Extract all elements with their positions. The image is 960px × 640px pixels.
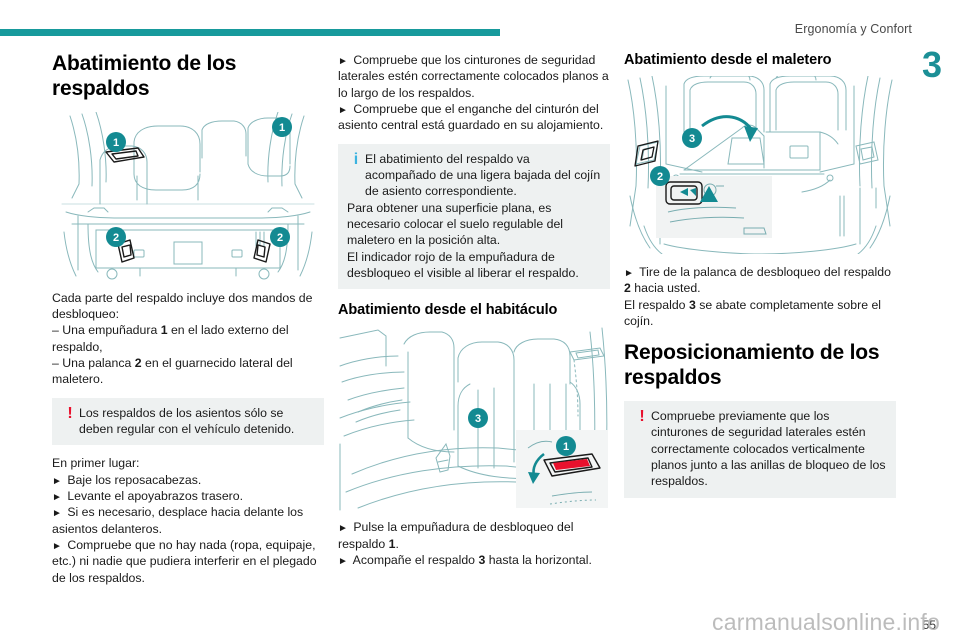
svg-text:2: 2 bbox=[277, 232, 283, 244]
arrow-bullet-icon: ► bbox=[338, 56, 348, 67]
dash-item-handle: – Una empuñadura 1 en el lado externo de… bbox=[52, 322, 324, 355]
step-pull-lever-ref: 2 bbox=[624, 281, 631, 296]
svg-text:2: 2 bbox=[657, 171, 663, 183]
step-check-centre-buckle: ► Compruebe que el enganche del cinturón… bbox=[338, 101, 610, 134]
dash-item-lever-post: en el guarnecido lateral del maletero. bbox=[52, 355, 293, 387]
svg-text:1: 1 bbox=[563, 441, 569, 453]
warning-callout-text: Los respaldos de los asientos sólo se de… bbox=[79, 405, 295, 436]
figure-badge-group: 1 1 2 2 bbox=[106, 116, 292, 247]
page-number: 55 bbox=[922, 618, 936, 632]
step-guide-seatback-ref: 3 bbox=[478, 553, 486, 568]
note-seatback-folds-pre: El respaldo bbox=[624, 297, 689, 312]
column-right: Abatimiento desde el maletero bbox=[624, 52, 896, 508]
first-step-label: En primer lugar: bbox=[52, 456, 140, 471]
header-chapter-title: Ergonomía y Confort bbox=[794, 22, 912, 36]
info-callout-folding: i El abatimiento del respaldo va acompañ… bbox=[338, 143, 610, 290]
step-lower-headrests-text: Baje los reposacabezas. bbox=[67, 472, 202, 487]
warning-callout-seatbacks: ! Los respaldos de los asientos sólo se … bbox=[52, 397, 324, 446]
warning-callout-repositioning-text: Compruebe previamente que los cinturones… bbox=[651, 408, 886, 489]
chapter-number: 3 bbox=[921, 44, 942, 85]
step-raise-armrest: ► Levante el apoyabrazos trasero. bbox=[52, 488, 324, 504]
step-press-handle: ► Pulse la empuñadura de desbloqueo del … bbox=[338, 519, 610, 552]
step-press-handle-pre: Pulse la empuñadura de desbloqueo del re… bbox=[338, 520, 574, 551]
step-check-centre-buckle-text: Compruebe que el enganche del cinturón d… bbox=[338, 102, 604, 133]
dash-item-lever-ref: 2 bbox=[134, 355, 142, 370]
dash-item-handle-pre: – Una empuñadura bbox=[52, 323, 161, 338]
dash-item-handle-post: en el lado externo del respaldo, bbox=[52, 323, 289, 354]
step-guide-seatback: ► Acompañe el respaldo 3 hasta la horizo… bbox=[338, 552, 610, 568]
svg-text:1: 1 bbox=[279, 122, 285, 134]
step-raise-armrest-text: Levante el apoyabrazos trasero. bbox=[67, 488, 244, 503]
step-pull-lever-post: hacia usted. bbox=[630, 281, 701, 296]
warning-icon: ! bbox=[639, 407, 645, 425]
figure-boot-fold-rear-bench: 2 3 bbox=[624, 76, 896, 254]
svg-text:3: 3 bbox=[689, 133, 695, 145]
step-press-handle-ref: 1 bbox=[388, 536, 396, 551]
column-middle: ► Compruebe que los cinturones de seguri… bbox=[338, 52, 610, 569]
dash-item-lever-pre: – Una palanca bbox=[52, 355, 135, 370]
arrow-bullet-icon: ► bbox=[52, 491, 62, 503]
section-title-boot: Abatimiento desde el maletero bbox=[624, 52, 832, 68]
note-seatback-folds-post: se abate completamente sobre el cojín. bbox=[624, 297, 882, 329]
arrow-bullet-icon: ► bbox=[338, 556, 348, 568]
site-watermark: carmanualsonline.info bbox=[712, 609, 940, 635]
info-callout-lead: El abatimiento del respaldo va acompañad… bbox=[365, 151, 601, 199]
section-title-repositioning: Reposicionamiento de los respaldos bbox=[624, 341, 880, 390]
step-guide-seatback-pre: Acompañe el respaldo bbox=[352, 553, 479, 568]
svg-text:1: 1 bbox=[113, 137, 119, 149]
warning-callout-repositioning: ! Compruebe previamente que los cinturon… bbox=[624, 400, 896, 498]
column-left: Abatimiento de los respaldos bbox=[52, 52, 324, 586]
info-callout-line-2: El indicador rojo de la empuñadura de de… bbox=[347, 249, 579, 281]
step-check-obstruction: ► Compruebe que no hay nada (ropa, equip… bbox=[52, 537, 324, 586]
warning-icon: ! bbox=[67, 404, 73, 422]
info-icon: i bbox=[353, 150, 359, 168]
step-lower-headrests: ► Baje los reposacabezas. bbox=[52, 472, 324, 488]
arrow-bullet-icon: ► bbox=[338, 523, 348, 535]
step-pull-lever: ► Tire de la palanca de desbloqueo del r… bbox=[624, 264, 896, 297]
step-move-front-seats-text: Si es necesario, desplace hacia delante … bbox=[52, 505, 304, 536]
section-title-cabin: Abatimiento desde el habitáculo bbox=[338, 302, 558, 319]
arrow-bullet-icon: ► bbox=[338, 105, 348, 117]
step-check-side-belts: ► Compruebe que los cinturones de seguri… bbox=[338, 52, 610, 101]
dash-item-handle-ref: 1 bbox=[160, 323, 168, 338]
step-check-obstruction-text: Compruebe que no hay nada (ropa, equipaj… bbox=[52, 538, 317, 585]
arrow-bullet-icon: ► bbox=[52, 508, 62, 520]
figure-cabin-fold-rear-bench: 1 3 bbox=[338, 326, 610, 512]
step-pull-lever-pre: Tire de la palanca de desbloqueo del res… bbox=[639, 265, 891, 279]
intro-paragraph: Cada parte del respaldo incluye dos mand… bbox=[52, 290, 313, 321]
step-guide-seatback-post: hasta la horizontal. bbox=[485, 553, 592, 568]
arrow-bullet-icon: ► bbox=[52, 541, 62, 552]
arrow-bullet-icon: ► bbox=[624, 268, 634, 279]
step-press-handle-post: . bbox=[395, 536, 399, 551]
dash-item-lever: – Una palanca 2 en el guarnecido lateral… bbox=[52, 355, 324, 388]
header-accent-bar bbox=[0, 29, 500, 36]
svg-text:2: 2 bbox=[113, 232, 119, 244]
step-check-side-belts-text: Compruebe que los cinturones de segurida… bbox=[338, 53, 609, 100]
note-seatback-folds-ref: 3 bbox=[688, 297, 696, 312]
arrow-bullet-icon: ► bbox=[52, 475, 62, 487]
figure-rear-seats-release-controls: 1 1 2 2 bbox=[52, 111, 324, 280]
note-seatback-folds: El respaldo 3 se abate completamente sob… bbox=[624, 297, 896, 330]
step-move-front-seats: ► Si es necesario, desplace hacia delant… bbox=[52, 504, 324, 537]
page-title: Abatimiento de los respaldos bbox=[52, 52, 237, 100]
info-callout-line-1: Para obtener una superficie plana, es ne… bbox=[347, 200, 564, 248]
svg-text:3: 3 bbox=[475, 413, 481, 425]
